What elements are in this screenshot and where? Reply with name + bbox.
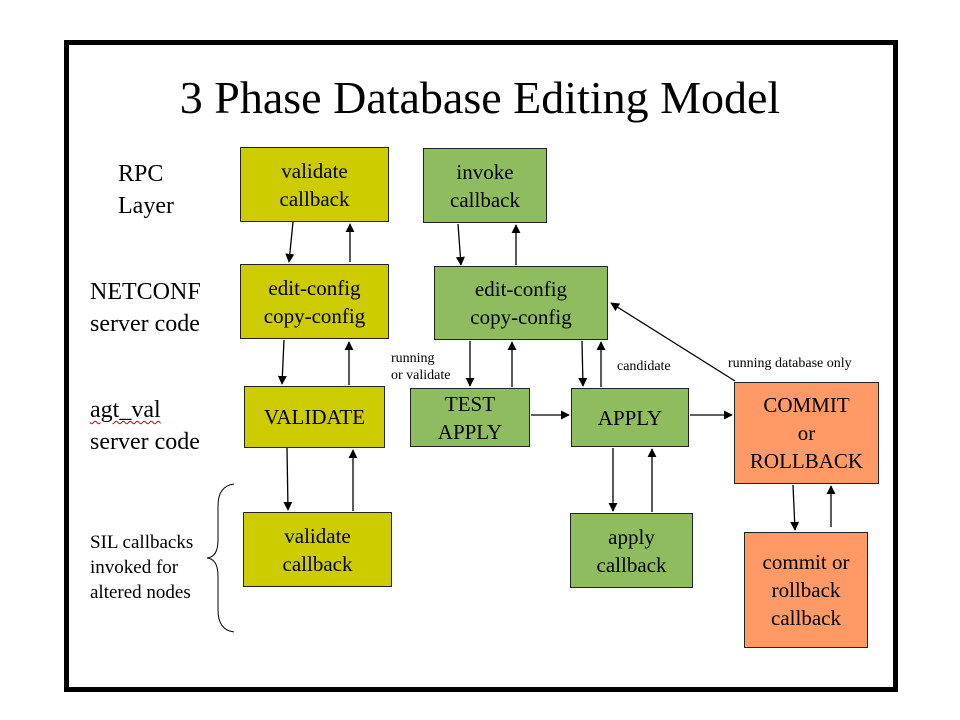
validate-callback-box: validate callback <box>240 147 389 222</box>
layer-label-rpc: RPC Layer <box>118 158 174 222</box>
layer-label-agt-val: agt_val server code <box>90 394 200 458</box>
layer-label-netconf: NETCONF server code <box>90 276 201 340</box>
box-text-line: copy-config <box>470 305 572 329</box>
invoke-callback-box: invoke callback <box>423 148 547 223</box>
commit-rollback-callback-box: commit or rollback callback <box>744 532 868 648</box>
box-text-line: validate <box>281 158 348 183</box>
arrow-edit-config-to-validate <box>277 339 287 385</box>
box-text-line: edit-config <box>268 275 361 300</box>
box-text-line: edit-config <box>474 277 568 301</box>
box-text-line: ROLLBACK <box>749 449 864 473</box>
label-line: or validate <box>391 368 451 383</box>
box-text-line: APPLY <box>437 419 503 444</box>
box-text-line: or <box>797 421 816 445</box>
box-text-line: callback <box>279 186 350 211</box>
box-text-line: callback <box>771 606 841 630</box>
layer-label-line: Layer <box>118 193 174 219</box>
arrow-commit-to-commit-callback <box>790 484 800 531</box>
candidate-label: candidate <box>617 359 671 374</box>
test-apply-box: TEST APPLY <box>410 388 530 447</box>
apply-callback-box: apply callback <box>570 513 693 588</box>
layer-label-line: RPC <box>118 161 164 187</box>
edit-config-box-right: edit-config copy-config <box>434 266 608 340</box>
arrow-invoke-callback-to-edit-config <box>455 223 465 266</box>
layer-label-line: altered nodes <box>90 582 191 603</box>
box-text-line: commit or <box>762 550 850 574</box>
apply-box: APPLY <box>571 388 689 447</box>
diagram-title: 3 Phase Database Editing Model <box>179 72 781 123</box>
box-text-line: APPLY <box>597 405 663 430</box>
sil-brace <box>206 483 235 633</box>
running-database-only-label: running database only <box>728 356 852 371</box>
arrow-validate-callback-to-edit-config <box>285 221 295 263</box>
layer-label-sil: SIL callbacks invoked for altered nodes <box>90 530 193 605</box>
arrow-validate-to-sil-callback <box>283 447 293 511</box>
arrow-commit-to-edit-config <box>610 302 736 382</box>
edit-config-box-left: edit-config copy-config <box>240 264 389 339</box>
box-text-line: apply <box>608 524 655 549</box>
box-text-line: callback <box>596 552 667 577</box>
running-or-validate-label: running or validate <box>391 350 450 384</box>
box-text-line: callback <box>450 187 520 212</box>
layer-label-line: server code <box>90 429 200 455</box>
layer-label-line: SIL callbacks <box>90 532 194 553</box>
layer-label-line: server code <box>90 311 200 337</box>
box-text-line: callback <box>282 551 353 576</box>
box-text-line: TEST <box>444 391 496 416</box>
box-text-line: invoke <box>456 159 514 184</box>
validate-callback-box-bottom: validate callback <box>243 512 392 587</box>
box-text-line: copy-config <box>263 303 366 328</box>
layer-label-line: agt_val <box>90 397 161 423</box>
box-text-line: VALIDATE <box>263 405 366 429</box>
commit-rollback-box: COMMIT or ROLLBACK <box>734 382 879 484</box>
layer-label-line: NETCONF <box>90 279 201 305</box>
label-line: running <box>391 351 435 366</box>
box-text-line: rollback <box>771 578 841 602</box>
diagram-frame <box>64 40 898 692</box>
box-text-line: validate <box>284 523 351 548</box>
validate-box: VALIDATE <box>244 386 385 448</box>
arrow-edit-config-to-apply <box>578 340 588 387</box>
box-text-line: COMMIT <box>763 393 850 417</box>
layer-label-line: invoked for <box>90 557 179 578</box>
